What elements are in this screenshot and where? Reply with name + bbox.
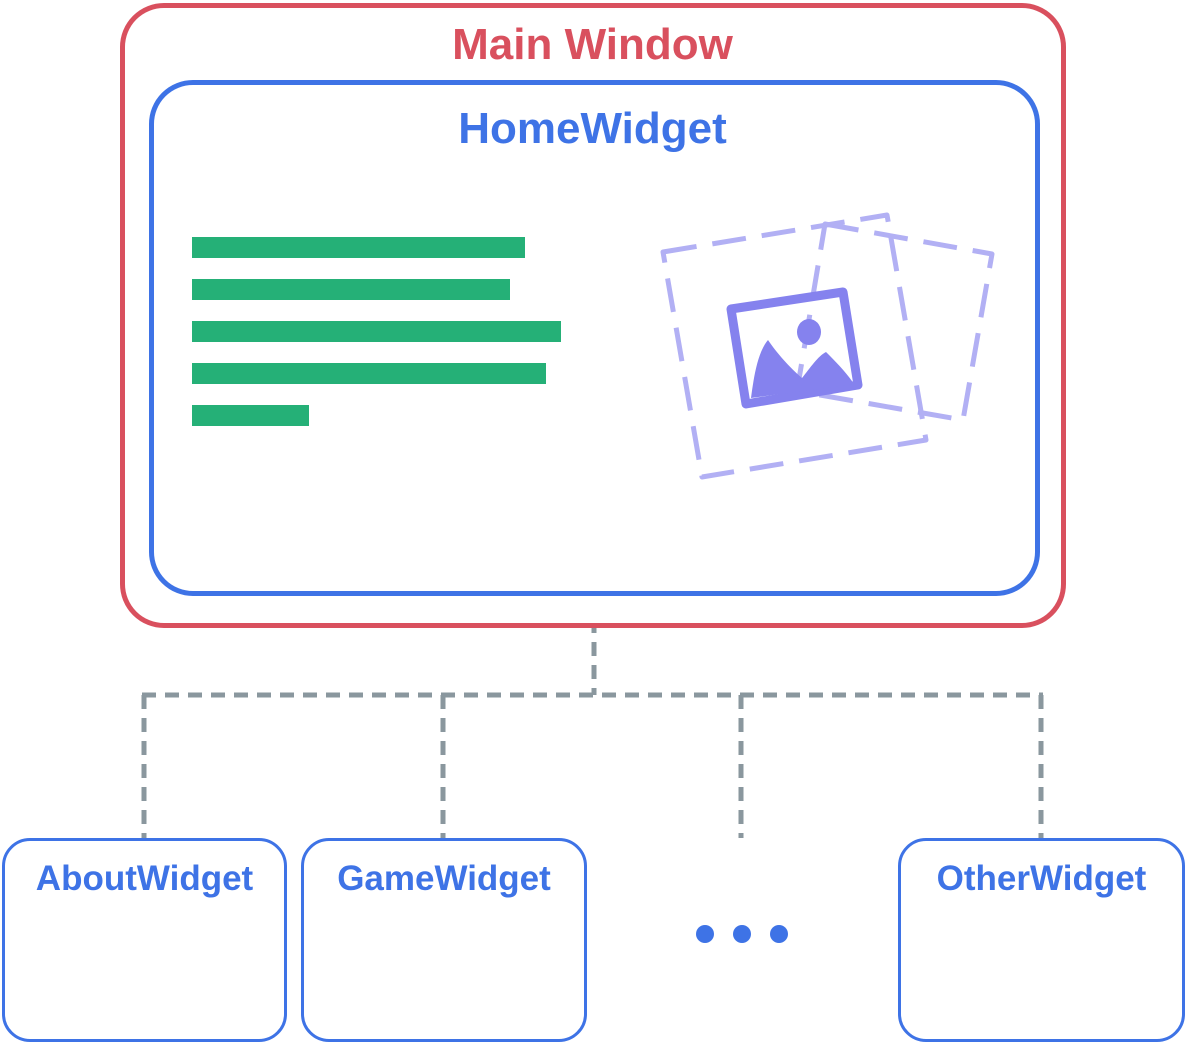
text-line	[192, 279, 510, 300]
other-widget: OtherWidget	[898, 838, 1185, 1042]
text-line	[192, 321, 561, 342]
game-widget-label: GameWidget	[337, 859, 551, 898]
other-widget-label: OtherWidget	[936, 859, 1147, 898]
about-widget-label: AboutWidget	[35, 859, 254, 898]
text-line	[192, 237, 525, 258]
game-widget: GameWidget	[301, 838, 587, 1042]
text-line	[192, 405, 309, 426]
main-window-title: Main Window	[452, 20, 733, 69]
home-widget-title: HomeWidget	[458, 104, 727, 153]
image-icon	[726, 287, 863, 409]
dashed-frame-back	[660, 212, 929, 480]
text-line	[192, 363, 546, 384]
about-widget: AboutWidget	[2, 838, 287, 1042]
